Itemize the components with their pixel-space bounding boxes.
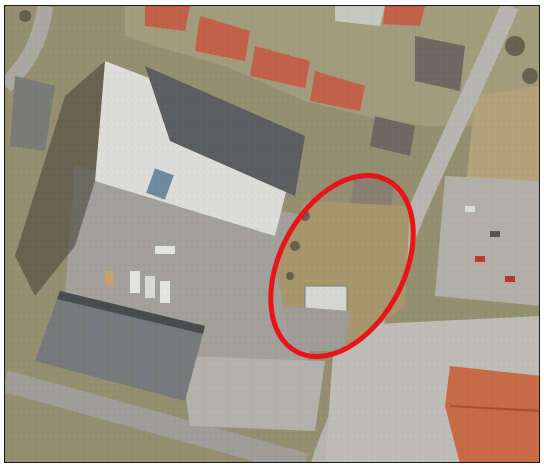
aerial-map-canvas [5,6,539,462]
aerial-map [4,5,540,463]
highlight-ellipse [268,173,416,359]
texture [5,6,539,462]
